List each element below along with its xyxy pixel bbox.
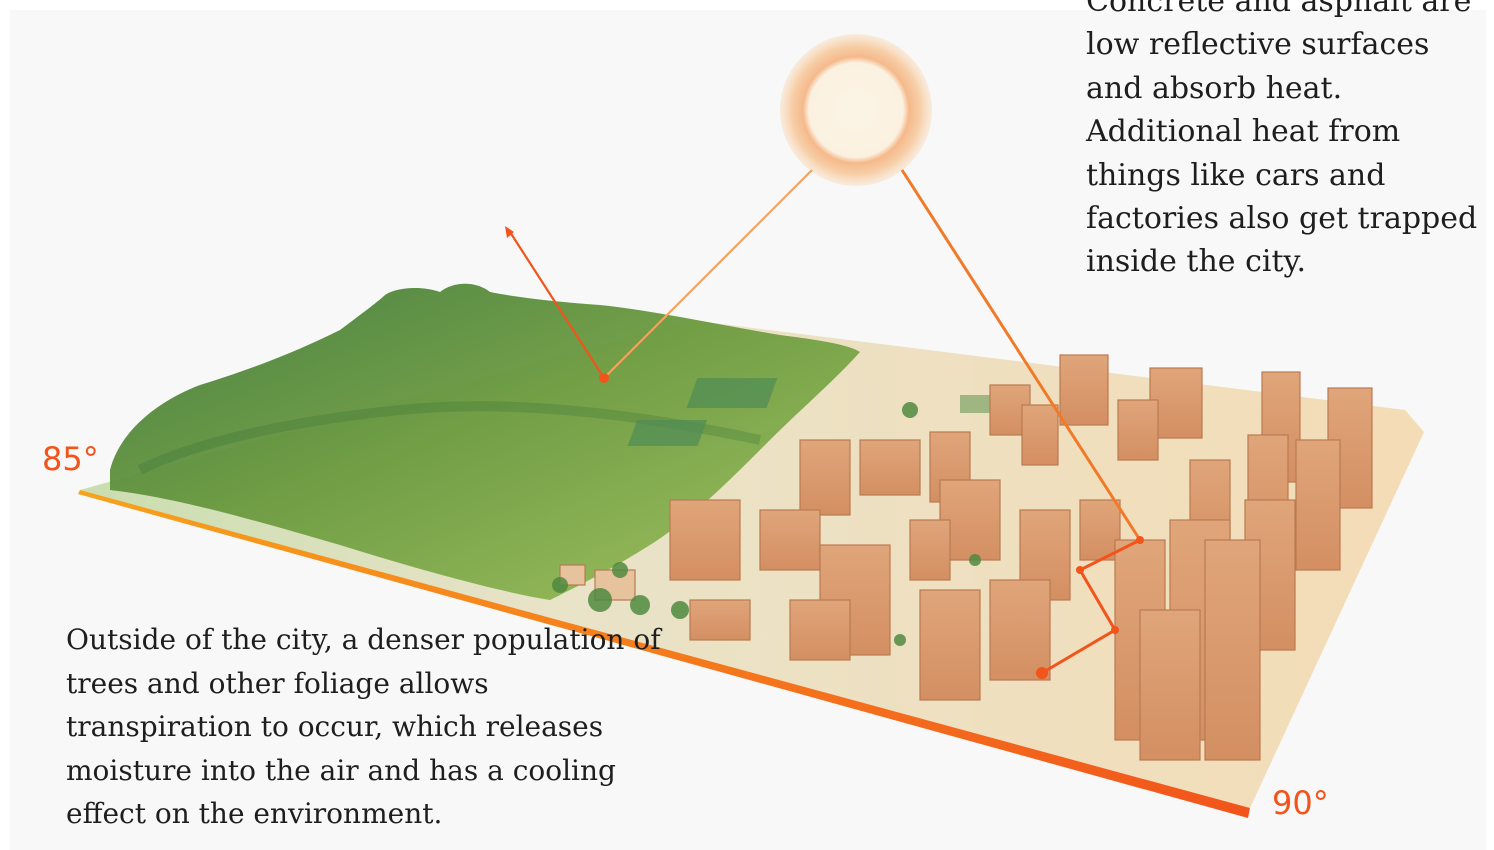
- forest-incoming-ray: [603, 169, 813, 379]
- urban-temperature-label: 90°: [1272, 784, 1329, 822]
- forest-ray-point: [599, 373, 609, 383]
- forest-texture: [137, 401, 762, 475]
- city-incoming-ray: [900, 169, 1142, 541]
- city-caption: Concrete and asphalt are low reflective …: [1086, 0, 1478, 280]
- sun: [780, 34, 932, 186]
- forest-caption: Outside of the city, a denser population…: [66, 623, 661, 831]
- city-ray-point: [1136, 536, 1144, 544]
- ground-edge: [78, 490, 1250, 818]
- city-ray-point: [1076, 566, 1084, 574]
- rural-temperature-label: 85°: [42, 440, 99, 478]
- park-patch: [627, 420, 708, 446]
- park-patch: [960, 395, 990, 413]
- park-patch: [686, 378, 778, 408]
- city-ray-point: [1111, 626, 1119, 634]
- city-buildings: [559, 354, 1373, 761]
- reflected-arrowhead: [505, 226, 514, 238]
- city-bounce-ray: [1041, 538, 1141, 675]
- forest-reflected-ray: [509, 231, 605, 379]
- city-ray-end-point: [1036, 667, 1048, 679]
- city-trees: [552, 402, 981, 646]
